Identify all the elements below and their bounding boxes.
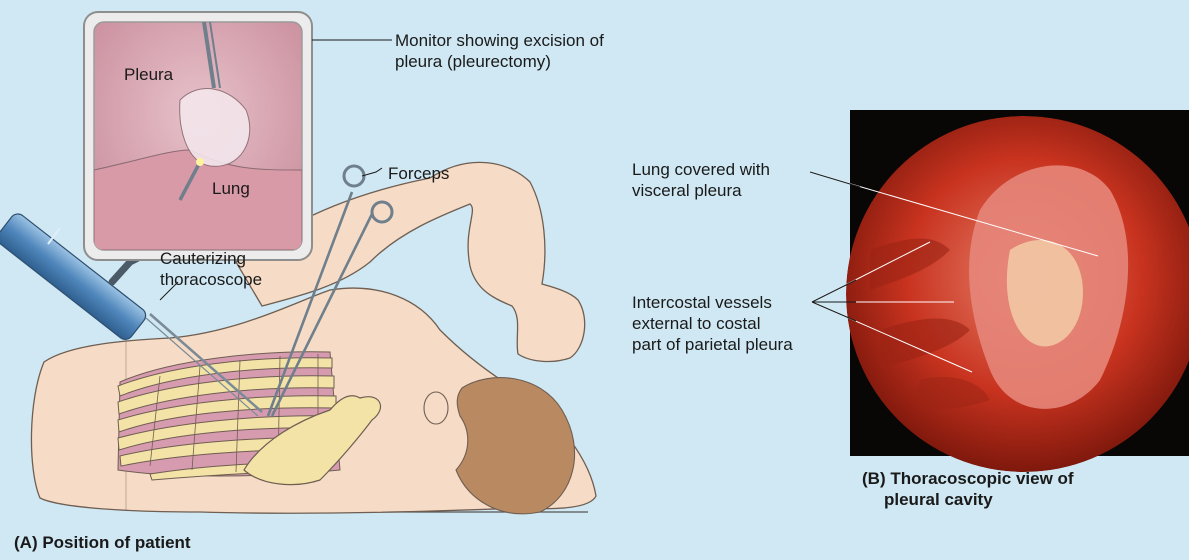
monitor-lung-label: Lung — [212, 178, 250, 199]
monitor-pleura-label: Pleura — [124, 64, 173, 85]
monitor — [84, 12, 312, 260]
patient-hair — [456, 378, 575, 514]
monitor-callout-label: Monitor showing excision of pleura (pleu… — [395, 30, 604, 72]
panel-a-caption: (A) Position of patient — [14, 532, 191, 553]
patient-ear — [424, 392, 448, 424]
vessels-label: Intercostal vessels external to costal p… — [632, 292, 793, 355]
lung-label: Lung covered with visceral pleura — [632, 159, 770, 201]
thoracoscope-label: Cauterizing thoracoscope — [160, 248, 262, 290]
panel-b-caption: (B) Thoracoscopic view of pleural cavity — [862, 468, 1074, 510]
endoscope-image — [846, 116, 1189, 472]
forceps-label: Forceps — [388, 163, 449, 184]
